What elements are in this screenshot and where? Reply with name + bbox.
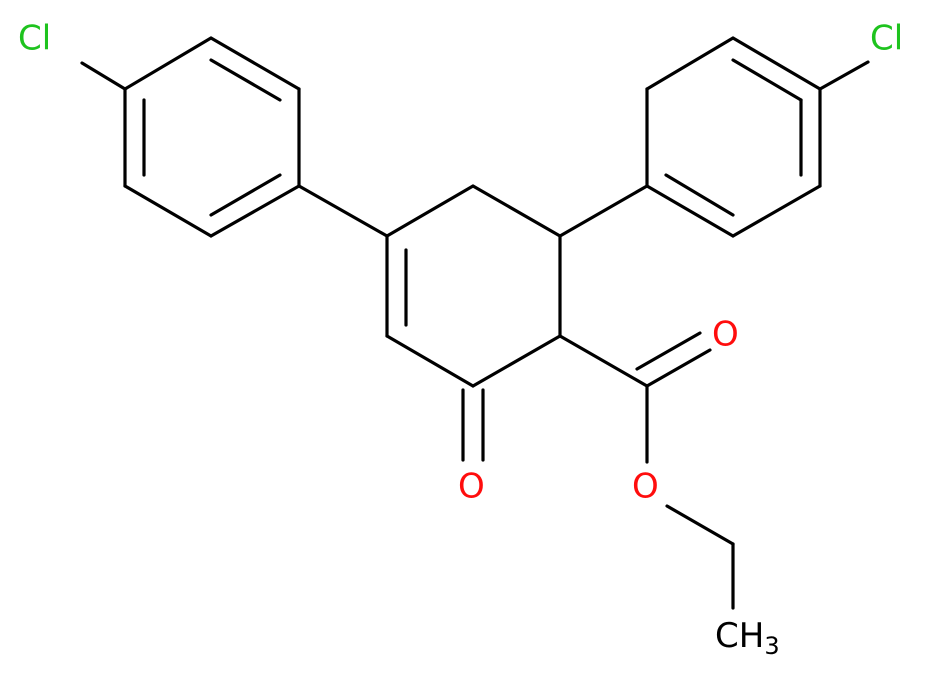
bond xyxy=(665,504,735,546)
bond-inner xyxy=(209,173,282,217)
ester-oxygen-atom: O xyxy=(632,467,659,507)
bond xyxy=(635,331,702,371)
bond xyxy=(471,184,562,238)
bond xyxy=(731,36,822,91)
bond xyxy=(558,334,649,388)
methyl-subscript: 3 xyxy=(764,632,779,660)
bond xyxy=(123,184,213,238)
chlorine-atom-left: Cl xyxy=(18,19,51,59)
right-chlorophenyl-ring xyxy=(558,36,870,238)
bond xyxy=(209,184,301,238)
bond xyxy=(818,60,870,91)
methyl-carbon-label: CH3 xyxy=(715,616,780,661)
bond xyxy=(471,334,562,388)
bond xyxy=(558,184,649,238)
ketone-oxygen-atom: O xyxy=(458,467,485,507)
bond xyxy=(385,334,475,388)
bond xyxy=(123,36,213,91)
ethyl-ester-group xyxy=(558,331,735,610)
bond xyxy=(645,36,735,91)
bond xyxy=(80,61,127,91)
bond xyxy=(297,184,389,238)
bond-inner xyxy=(664,173,735,217)
bond xyxy=(385,184,475,238)
bond-inner xyxy=(731,58,803,102)
bond-inner xyxy=(209,58,282,102)
bond xyxy=(645,184,735,238)
bond xyxy=(209,36,301,91)
chlorine-atom-right: Cl xyxy=(870,19,903,59)
carbonyl-oxygen-atom: O xyxy=(712,315,739,355)
bond xyxy=(645,348,712,388)
methyl-main: CH xyxy=(715,616,764,656)
cyclohexenone-ring xyxy=(385,184,562,462)
left-chlorophenyl-ring xyxy=(80,36,389,238)
bond xyxy=(731,184,822,238)
